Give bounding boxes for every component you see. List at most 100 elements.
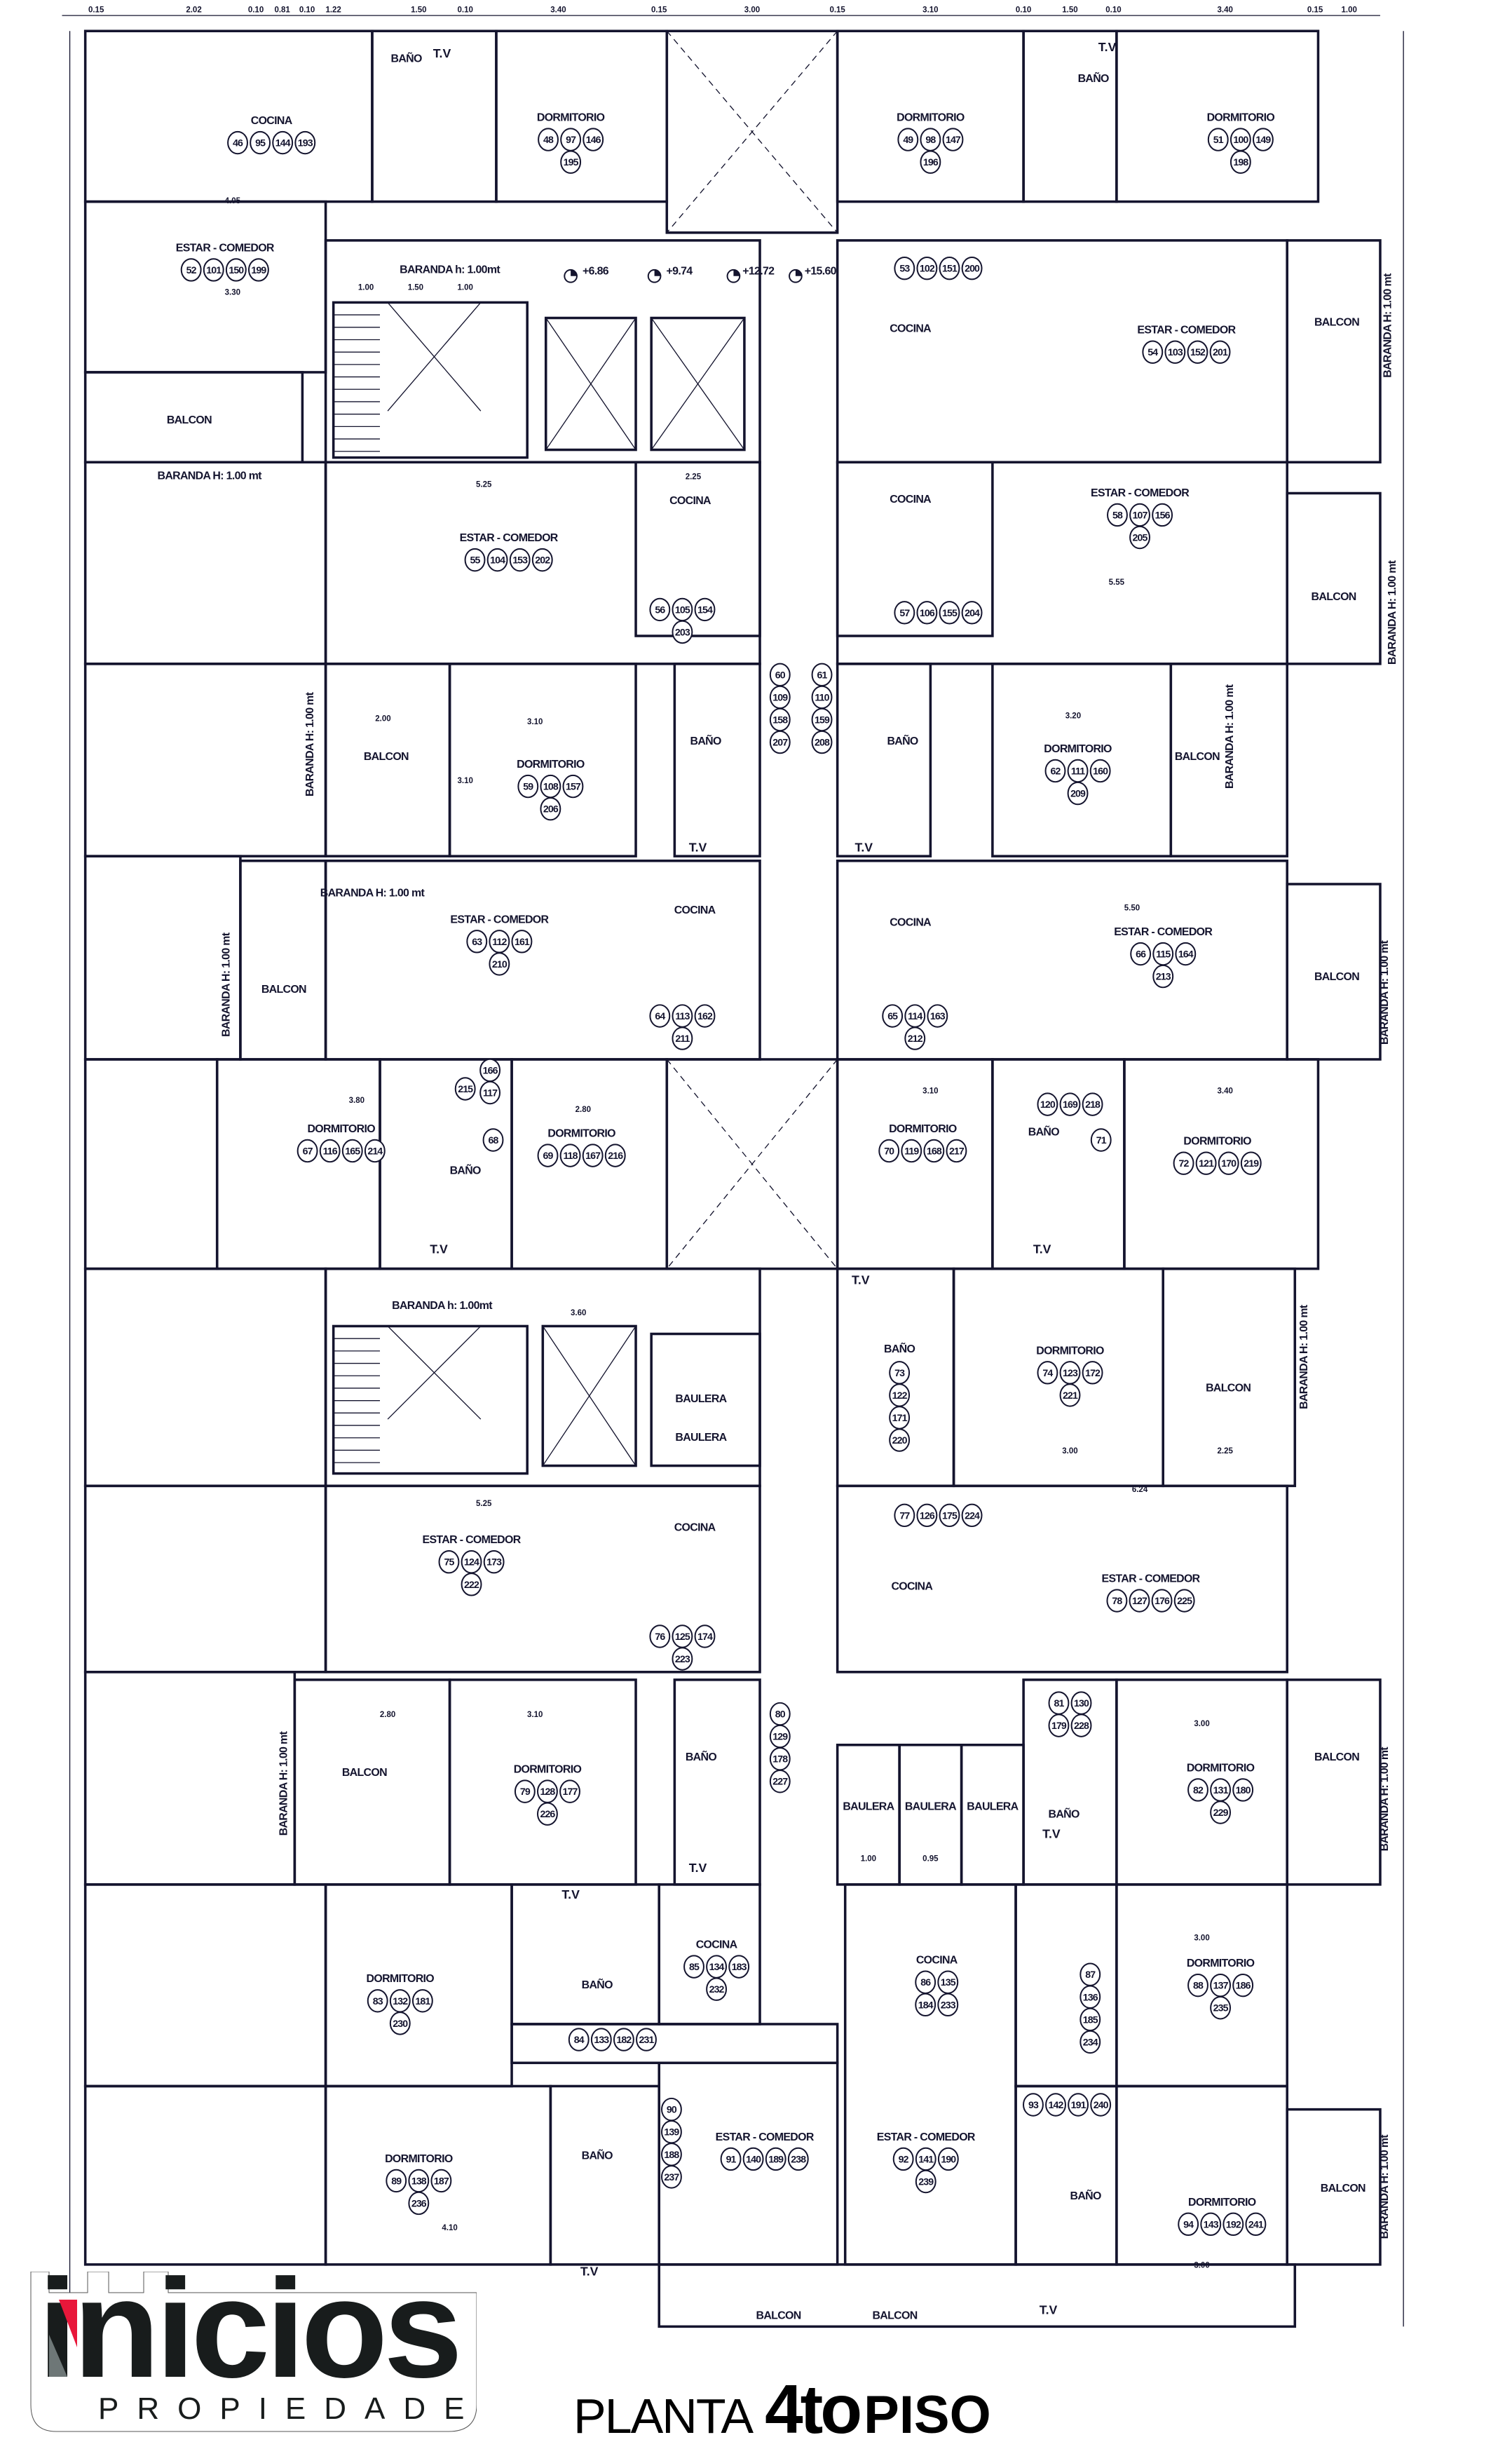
unit-tag-circle xyxy=(509,548,531,572)
unit-number: 162 xyxy=(697,1010,713,1022)
unit-tag: 201 xyxy=(1209,340,1231,364)
wall xyxy=(634,461,761,637)
unit-number: 211 xyxy=(675,1033,690,1044)
level-marker: +6.86 xyxy=(564,266,609,283)
unit-tag: 231 xyxy=(636,2028,657,2051)
room-label: ESTAR - COMEDOR xyxy=(1137,325,1236,337)
unit-number: 79 xyxy=(520,1786,531,1797)
unit-tag-circle xyxy=(562,774,584,799)
unit-number: 56 xyxy=(655,604,665,615)
unit-tag-circle xyxy=(297,1139,318,1163)
unit-tag-circle xyxy=(672,620,693,644)
unit-tag-circle xyxy=(787,2147,809,2171)
unit-number: 189 xyxy=(768,2153,784,2164)
unit-tag-circle xyxy=(1068,2093,1089,2117)
unit-tag-circle xyxy=(1067,781,1089,806)
unit-tag-circle xyxy=(937,2147,959,2171)
room-label: DORMITORIO xyxy=(1187,1958,1255,1969)
unit-tag-circle xyxy=(367,1989,388,2013)
unit-tag: 117 xyxy=(479,1080,501,1105)
unit-tag: 86 xyxy=(915,1970,937,1994)
unit-tag: 168 xyxy=(923,1139,945,1163)
unit-tag: 62 xyxy=(1044,759,1066,783)
unit-number: 240 xyxy=(1094,2099,1109,2110)
shaft-diagonal xyxy=(545,318,636,450)
unit-tag: 210 xyxy=(489,952,510,976)
unit-number: 106 xyxy=(920,607,935,618)
unit-tag: 88 xyxy=(1187,1973,1208,1997)
unit-number: 171 xyxy=(892,1412,908,1423)
unit-number: 159 xyxy=(815,714,830,725)
unit-number: 125 xyxy=(675,1631,690,1642)
wall xyxy=(324,239,761,464)
room-label: DORMITORIO xyxy=(367,1973,435,1985)
unit-number: 67 xyxy=(303,1145,313,1156)
unit-number: 88 xyxy=(1193,1980,1204,1991)
dimension-label: 0.15 xyxy=(88,6,104,15)
unit-tag-circle xyxy=(811,730,833,754)
unit-tag: 152 xyxy=(1187,340,1208,364)
railing-label: BARANDA H: 1.00 mt xyxy=(1379,939,1391,1045)
unit-number: 100 xyxy=(1233,134,1248,145)
unit-tag: 113 xyxy=(672,1004,693,1028)
unit-tag: 73 xyxy=(889,1361,911,1385)
unit-tag: 94 xyxy=(1178,2212,1199,2237)
unit-tag: 128 xyxy=(537,1779,558,1803)
unit-tag-circle xyxy=(889,1428,911,1452)
wall xyxy=(1286,239,1382,464)
railing-label: BARANDA H: 1.00 mt xyxy=(278,1731,290,1836)
unit-number: 142 xyxy=(1049,2099,1064,2110)
shaft-diagonal xyxy=(387,301,482,412)
unit-tag-circle xyxy=(1037,1092,1058,1116)
shaft-diagonal xyxy=(666,1059,838,1270)
unit-tag: 204 xyxy=(961,601,983,625)
unit-tag: 138 xyxy=(408,2169,430,2193)
dimension-label: 0.10 xyxy=(248,6,264,15)
dimension-label: 3.10 xyxy=(922,1087,938,1096)
dimension-label: 1.00 xyxy=(358,284,374,292)
room-label: BAÑO xyxy=(1049,1807,1079,1821)
unit-tag: 65 xyxy=(882,1004,904,1028)
dimension-label: 2.80 xyxy=(575,1106,591,1114)
unit-number: 202 xyxy=(535,555,550,566)
unit-tag-circle xyxy=(1059,1092,1081,1116)
unit-tag: 238 xyxy=(787,2147,809,2171)
unit-number: 55 xyxy=(470,555,481,566)
wall xyxy=(1286,1678,1382,1886)
unit-number: 150 xyxy=(229,264,244,276)
unit-number: 98 xyxy=(925,134,936,145)
wall xyxy=(83,461,327,665)
room-label: ESTAR - COMEDOR xyxy=(1114,926,1213,938)
unit-number: 228 xyxy=(1074,1720,1089,1731)
unit-tag: 174 xyxy=(694,1624,716,1648)
unit-number: 193 xyxy=(298,137,313,149)
room-label: BALCON xyxy=(1314,1751,1359,1763)
unit-number: 169 xyxy=(1063,1099,1078,1110)
unit-tag-circle xyxy=(1142,340,1164,364)
unit-tag-circle xyxy=(939,601,960,625)
unit-number: 191 xyxy=(1071,2099,1087,2110)
unit-tag: 127 xyxy=(1129,1589,1150,1613)
unit-number: 77 xyxy=(899,1510,910,1521)
dimension-label: 1.50 xyxy=(408,284,423,292)
unit-number: 135 xyxy=(941,1976,956,1988)
unit-number: 84 xyxy=(574,2034,585,2045)
unit-tag: 134 xyxy=(706,1955,728,1979)
unit-tag-circle xyxy=(961,1503,983,1528)
unit-tag: 155 xyxy=(939,601,960,625)
unit-tag-circle xyxy=(1218,1151,1239,1175)
dimension-label: 2.25 xyxy=(686,473,702,482)
railing-label: BARANDA h: 1.00mt xyxy=(400,264,500,276)
unit-tag: 98 xyxy=(920,128,941,151)
wall xyxy=(991,1058,1126,1270)
dimension-label: 3.40 xyxy=(550,6,566,15)
unit-tag: 188 xyxy=(660,2143,682,2166)
unit-number: 237 xyxy=(664,2171,679,2183)
unit-tag: 95 xyxy=(250,130,271,155)
unit-number: 221 xyxy=(1063,1390,1078,1401)
unit-number: 123 xyxy=(1063,1367,1078,1378)
unit-tag: 49 xyxy=(897,128,919,151)
unit-number: 104 xyxy=(490,555,505,566)
unit-tag: 136 xyxy=(1079,1985,1101,2009)
